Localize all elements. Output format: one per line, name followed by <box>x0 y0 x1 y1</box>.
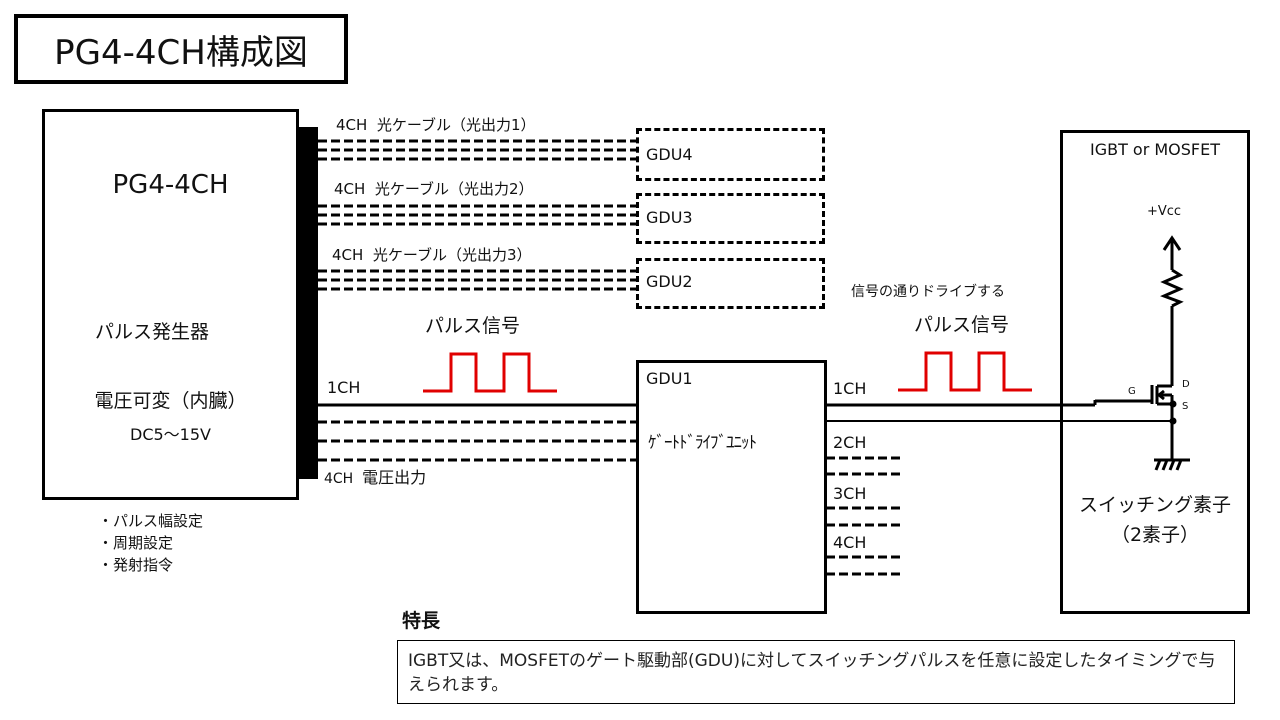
pin-g-label: G <box>1128 386 1136 397</box>
gdu1-out-1ch-label: 1CH <box>833 379 867 398</box>
gdu2-label: GDU2 <box>646 272 693 291</box>
gdu1-out-dashed <box>826 456 903 576</box>
pulse-generator-function: パルス発生器 <box>95 321 210 343</box>
optical-cable-2 <box>318 204 637 226</box>
gdu1-box <box>636 360 827 614</box>
voltage-out-desc: 電圧出力 <box>362 468 427 487</box>
pulse-generator-box <box>42 109 299 500</box>
node-dot-source <box>1169 400 1177 408</box>
pulse-generator-name: PG4-4CH <box>112 170 229 200</box>
mosfet-circuit <box>1150 235 1190 471</box>
setting-item: ・パルス幅設定 <box>98 512 204 530</box>
optical-cable-3 <box>318 269 637 291</box>
gdu3-label: GDU3 <box>646 208 693 227</box>
feature-description: IGBT又は、MOSFETのゲート駆動部(GDU)に対してスイッチングパルスを任… <box>397 640 1235 704</box>
optical-cable-1 <box>318 139 637 161</box>
cable-ch: 4CH <box>336 116 368 134</box>
element-count-label: （2素子） <box>1110 524 1200 546</box>
cable-label-2: 4CH 光ケーブル（光出力2） <box>334 182 534 197</box>
node-dot-ground <box>1169 417 1177 425</box>
voltage-range-label: DC5～15V <box>130 425 211 444</box>
vcc-arrow-icon <box>1162 235 1182 251</box>
diagram-title: PG4-4CH構成図 <box>14 14 348 84</box>
setting-item: ・発射指令 <box>98 556 174 574</box>
resistor-icon <box>1160 268 1184 308</box>
setting-item: ・周期設定 <box>98 534 174 552</box>
gdu1-out-4ch-label: 4CH <box>833 533 867 552</box>
pin-s-label: S <box>1182 401 1189 412</box>
device-title: IGBT or MOSFET <box>1089 140 1221 159</box>
cable-ch: 4CH <box>332 246 364 264</box>
cable-ch: 4CH <box>334 180 366 198</box>
cable-label-3: 4CH 光ケーブル（光出力3） <box>332 248 532 263</box>
switching-element-label: スイッチング素子 <box>1078 494 1231 516</box>
voltage-lines-2-4ch <box>318 420 637 462</box>
pulse-waveform-left <box>423 352 557 393</box>
pulse-waveform-right <box>898 351 1032 392</box>
vcc-label: +Vcc <box>1147 204 1182 219</box>
voltage-variable-label: 電圧可変（内臓） <box>94 390 247 412</box>
voltage-out-1ch-label: 1CH <box>327 378 361 397</box>
drive-note: 信号の通りドライブする <box>851 284 1005 300</box>
cable-desc: 光ケーブル（光出力3） <box>372 246 532 264</box>
device-box <box>1060 130 1250 614</box>
gdu2-box <box>636 258 825 309</box>
pulse-signal-label-left: パルス信号 <box>425 315 521 337</box>
gdu3-box <box>636 193 825 244</box>
gdu4-label: GDU4 <box>646 145 693 164</box>
cable-desc: 光ケーブル（光出力1） <box>376 116 536 134</box>
pulse-signal-label-right: パルス信号 <box>914 314 1010 336</box>
voltage-out-4ch-label: 4CH 電圧出力 <box>324 468 427 487</box>
gdu1-out-2ch-label: 2CH <box>833 433 867 452</box>
cable-label-1: 4CH 光ケーブル（光出力1） <box>336 118 536 133</box>
feature-heading: 特長 <box>402 610 441 632</box>
connector-bar <box>296 127 318 479</box>
pin-d-label: D <box>1182 379 1190 390</box>
cable-desc: 光ケーブル（光出力2） <box>374 180 534 198</box>
gdu1-out-3ch-label: 3CH <box>833 484 867 503</box>
gdu4-box <box>636 128 825 181</box>
voltage-out-ch: 4CH <box>324 471 354 487</box>
gdu1-desc: ｹﾞｰﾄﾄﾞﾗｲﾌﾞﾕﾆｯﾄ <box>648 433 757 453</box>
gdu1-label: GDU1 <box>646 369 693 388</box>
